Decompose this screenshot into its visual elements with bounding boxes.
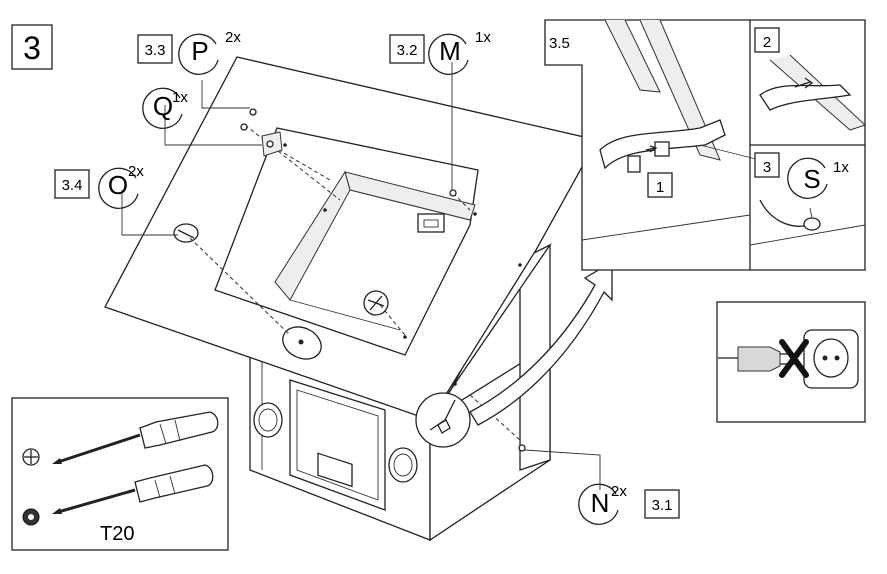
part-letter: M: [439, 36, 461, 66]
callout-3-3: 3.3 P 2x: [137, 29, 241, 75]
part-letter: O: [108, 170, 128, 200]
detail-sub-label: 1: [656, 179, 664, 196]
torx-icon: [22, 508, 40, 526]
detail-sub-label: 3: [763, 159, 771, 176]
part-qty: 1x: [475, 29, 491, 46]
step-number: 3: [23, 30, 41, 66]
callout-3-2: 3.2 M 1x: [389, 29, 491, 75]
unplug-warning-icon: [716, 301, 866, 423]
callout-step: 3.4: [62, 177, 83, 194]
leader-lines: [121, 62, 601, 490]
tool-label: T20: [100, 523, 134, 545]
canopy-panel: [104, 56, 598, 452]
part-letter: P: [191, 36, 208, 66]
part-qty: 2x: [611, 483, 627, 500]
detail-panel: 3.5 1 2 3 S 1x: [544, 19, 866, 271]
callout-step: 3.2: [397, 42, 418, 59]
callout-step: 3.3: [145, 42, 166, 59]
tools-box: T20: [11, 397, 229, 551]
callout-3-4: 3.4 O 2x: [54, 163, 144, 209]
phillips-icon: [22, 448, 40, 466]
step-number-box: 3: [11, 24, 53, 70]
torx-screwdriver: [52, 464, 214, 514]
part-qty: 2x: [225, 29, 241, 46]
part-qty: 2x: [128, 163, 144, 180]
phillips-screwdriver: [52, 411, 219, 464]
curved-arrow: [469, 260, 613, 426]
callout-q: Q 1x: [142, 87, 188, 129]
part-qty: 1x: [172, 89, 188, 106]
part-letter: S: [803, 164, 820, 194]
callout-3-1: N 2x 3.1: [578, 483, 680, 525]
detail-magnifier: [415, 392, 471, 448]
callout-step: 3.1: [652, 497, 673, 514]
detail-label: 3.5: [549, 35, 570, 52]
part-letter: N: [591, 488, 610, 518]
part-letter: Q: [153, 91, 173, 121]
detail-sub-label: 2: [763, 34, 771, 51]
part-qty: 1x: [833, 159, 849, 176]
